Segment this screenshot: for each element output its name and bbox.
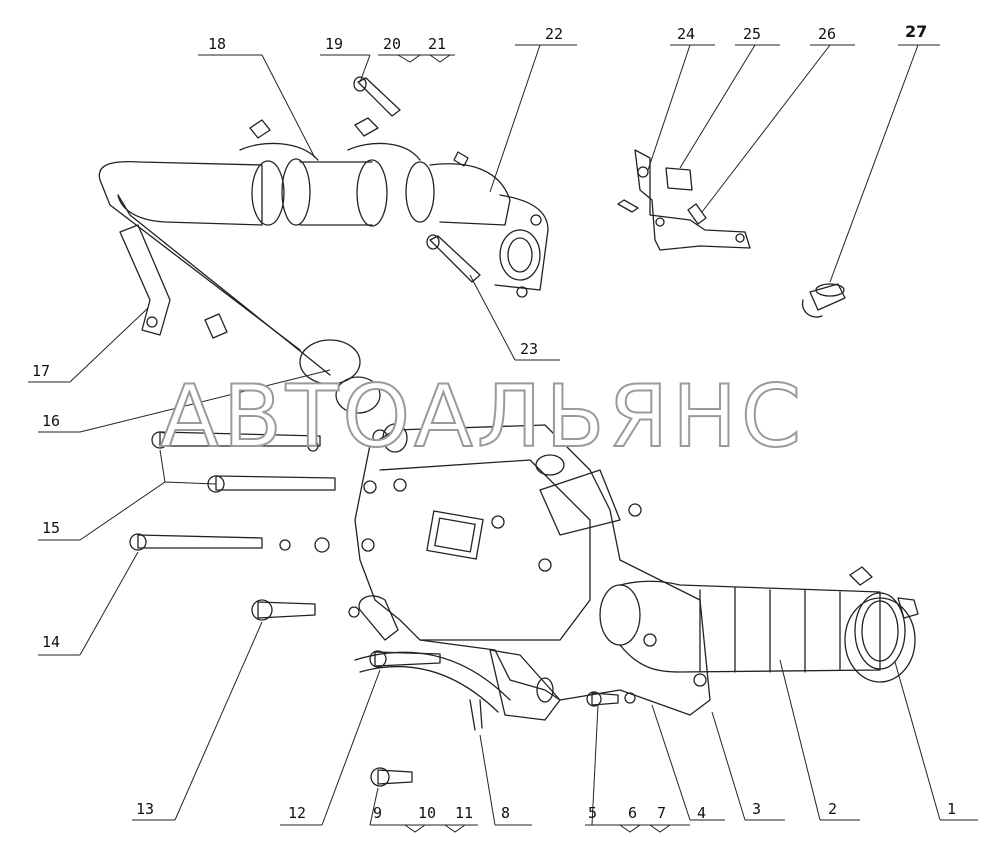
main-cooler-body (348, 424, 711, 731)
bracket-17 (119, 224, 228, 339)
callout-22: 22 (545, 25, 564, 43)
callout-7: 7 (657, 804, 667, 822)
callout-15: 15 (42, 519, 61, 537)
callout-11: 11 (455, 804, 474, 822)
callout-17: 17 (32, 362, 51, 380)
callout-2: 2 (828, 800, 838, 818)
bolts-19-23 (353, 76, 481, 283)
callout-25: 25 (743, 25, 762, 43)
callout-6: 6 (628, 804, 638, 822)
upper-pipe-assembly (98, 117, 549, 376)
callout-5: 5 (588, 804, 598, 822)
callout-13: 13 (136, 800, 155, 818)
bracket-24 (617, 149, 751, 251)
outlet-pipe-2 (599, 566, 919, 683)
callout-20: 20 (383, 35, 402, 53)
callout-21: 21 (428, 35, 447, 53)
clamp-ring-16 (299, 339, 408, 453)
lower-bolts (369, 650, 636, 787)
callout-4: 4 (697, 804, 707, 822)
callout-19: 19 (325, 35, 344, 53)
callout-1: 1 (947, 800, 957, 818)
callout-24: 24 (677, 25, 696, 43)
callout-9: 9 (373, 804, 383, 822)
callout-8: 8 (501, 804, 511, 822)
left-bolts (129, 431, 377, 621)
callout-3: 3 (752, 800, 762, 818)
leader-lines (28, 44, 978, 833)
callout-26: 26 (818, 25, 837, 43)
callout-27: 27 (905, 22, 928, 41)
callout-14: 14 (42, 633, 61, 651)
watermark: АВТОАЛЬЯНС (159, 367, 806, 467)
callout-18: 18 (208, 35, 227, 53)
callout-10: 10 (418, 804, 437, 822)
plug-27 (801, 283, 846, 318)
callout-23: 23 (520, 340, 539, 358)
callout-12: 12 (288, 804, 307, 822)
callout-16: 16 (42, 412, 61, 430)
